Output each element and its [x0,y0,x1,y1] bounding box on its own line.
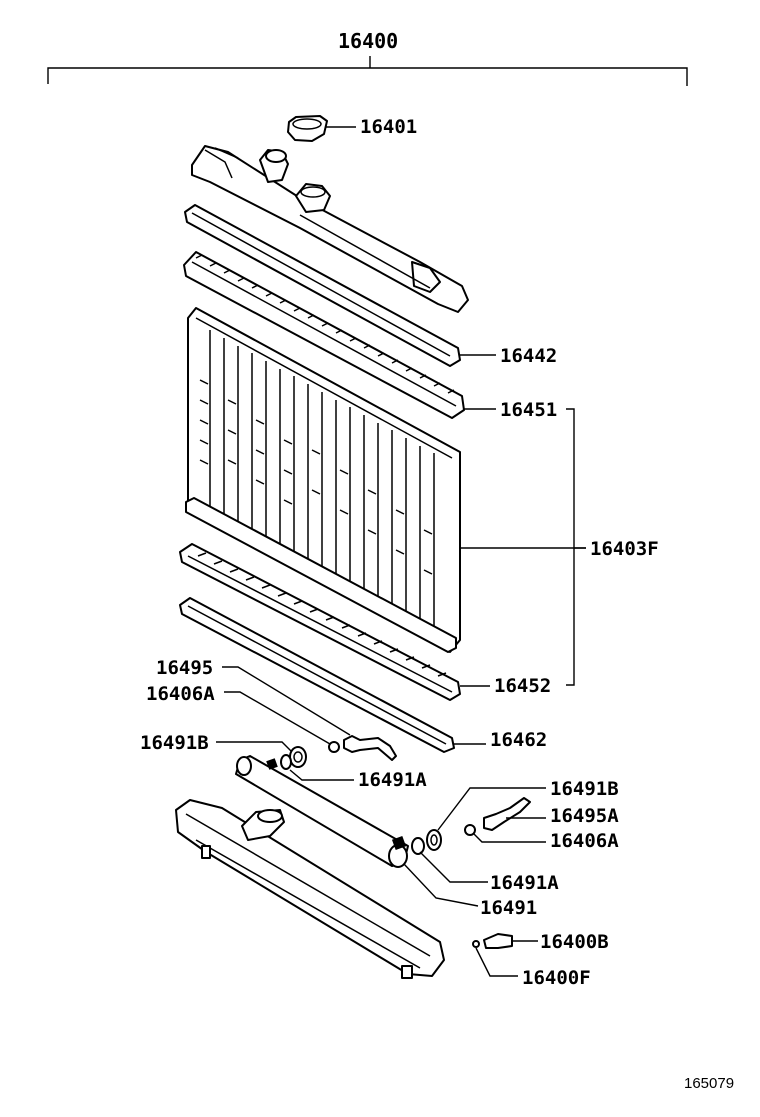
radiator-core [185,307,586,653]
part-label-16495A: 16495A [550,805,619,827]
reference-code: 165079 [684,1075,734,1092]
part-label-16491A-left: 16491A [358,769,427,791]
part-label-16462: 16462 [490,729,547,751]
part-label-16442: 16442 [500,345,557,367]
part-label-16406A-right: 16406A [550,830,619,852]
part-label-16400F: 16400F [522,967,591,989]
part-label-16491B-right: 16491B [550,778,619,800]
upper-core-plate [183,251,496,419]
assembly-number-label: 16400 [338,29,398,53]
part-label-16403F: 16403F [590,538,659,560]
lower-gasket [179,597,486,753]
part-label-16401: 16401 [360,116,417,138]
oil-cooler-pipe [235,755,479,907]
part-label-16491A-right: 16491A [490,872,559,894]
part-label-16491: 16491 [480,897,537,919]
part-label-16491B-left: 16491B [140,732,209,754]
upper-tank [191,145,469,313]
lower-tank [175,799,445,979]
part-label-16452: 16452 [494,675,551,697]
part-label-16400B: 16400B [540,931,609,953]
core-bracket [566,408,586,686]
left-fittings [216,666,397,781]
right-fittings [411,787,546,883]
part-label-16451: 16451 [500,399,557,421]
assembly-bracket [47,56,688,86]
radiator-cap [287,115,356,142]
part-label-16495: 16495 [156,657,213,679]
lower-core-plate [179,543,490,701]
upper-gasket [184,204,496,367]
part-label-16406A-left: 16406A [146,683,215,705]
drain-cock [472,933,538,977]
